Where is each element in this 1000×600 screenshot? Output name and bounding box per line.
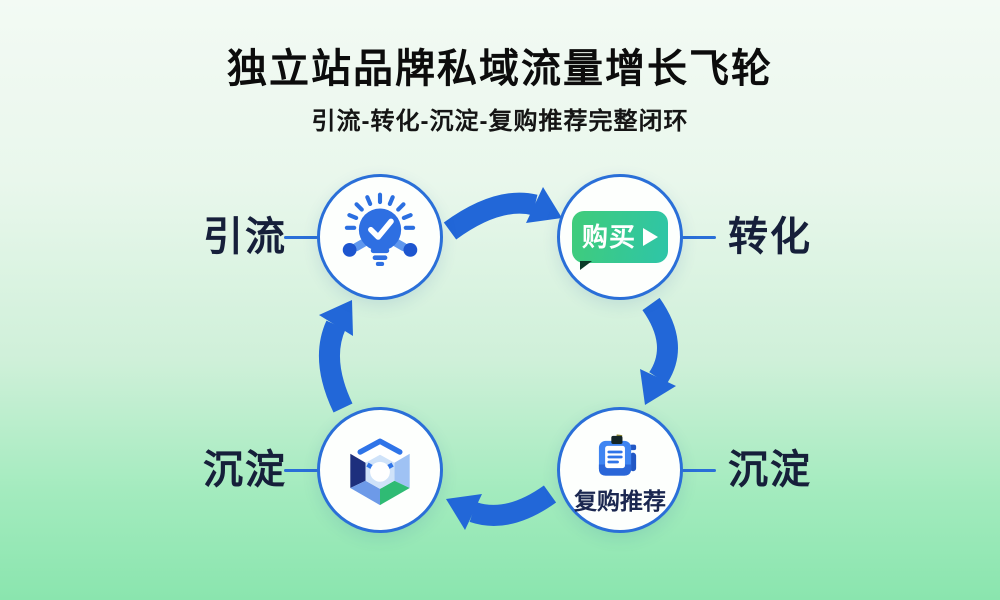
connector-line-conversion xyxy=(682,236,716,239)
bubble-tail xyxy=(580,261,592,270)
page-title: 独立站品牌私域流量增长飞轮 xyxy=(227,47,773,91)
node-circle-retention-right: 复购推荐 xyxy=(557,407,683,533)
node-label-retention-left: 沉淀 xyxy=(203,448,287,492)
arrow-bottom-icon xyxy=(446,485,557,530)
cube-box-icon xyxy=(350,436,410,506)
node-circle-retention-left xyxy=(317,407,443,533)
arrow-right-icon xyxy=(640,297,678,405)
connector-line-retention-left xyxy=(284,469,318,472)
node-label-retention-right: 沉淀 xyxy=(728,448,812,492)
node-label-traffic: 引流 xyxy=(203,215,287,259)
node-circle-traffic xyxy=(317,174,443,300)
node-circle-conversion: 购买 xyxy=(557,174,683,300)
arrow-left-icon xyxy=(318,300,353,413)
arrow-top-icon xyxy=(443,187,562,240)
node-label-conversion: 转化 xyxy=(728,215,812,259)
lightbulb-check-icon xyxy=(342,192,418,266)
buy-bubble-label: 购买 xyxy=(581,222,636,252)
repurchase-clipboard-icon xyxy=(598,434,637,476)
page-subtitle: 引流-转化-沉淀-复购推荐完整闭环 xyxy=(311,108,689,135)
repurchase-label: 复购推荐 xyxy=(574,488,666,514)
connector-line-traffic xyxy=(284,236,318,239)
connector-line-retention-right xyxy=(682,469,716,472)
buy-bubble-icon: 购买 xyxy=(572,211,668,270)
play-icon xyxy=(643,228,658,246)
